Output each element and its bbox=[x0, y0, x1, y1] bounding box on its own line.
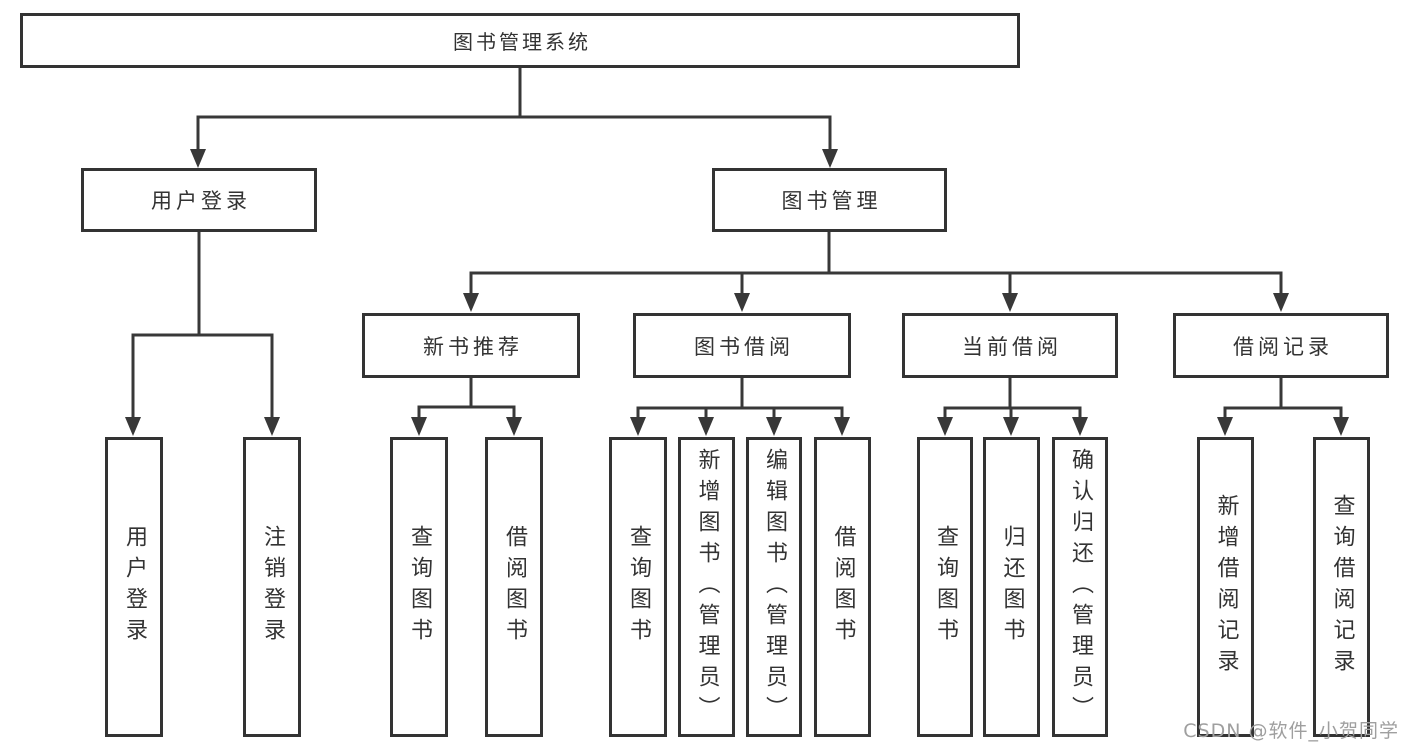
node-leaf-nbr-borrow-book: 借阅图书 bbox=[485, 437, 543, 737]
node-leaf-logout-login: 注销登录 bbox=[243, 437, 301, 737]
node-leaf-br-add-record: 新增借阅记录 bbox=[1197, 437, 1254, 737]
node-borrow-record: 借阅记录 bbox=[1173, 313, 1389, 378]
node-current-borrow: 当前借阅 bbox=[902, 313, 1118, 378]
node-leaf-bb-query-book: 查询图书 bbox=[609, 437, 667, 737]
node-book-borrow: 图书借阅 bbox=[633, 313, 851, 378]
node-book-management: 图书管理 bbox=[712, 168, 947, 232]
node-leaf-bb-borrow-book: 借阅图书 bbox=[814, 437, 871, 737]
node-leaf-cb-return-book: 归还图书 bbox=[983, 437, 1040, 737]
csdn-watermark: CSDN @软件_小贺同学 bbox=[1183, 720, 1399, 742]
node-leaf-bb-edit-book-admin: 编辑图书（管理员） bbox=[746, 437, 802, 737]
node-leaf-br-query-record: 查询借阅记录 bbox=[1313, 437, 1370, 737]
node-root: 图书管理系统 bbox=[20, 13, 1020, 68]
node-leaf-cb-query-book: 查询图书 bbox=[917, 437, 973, 737]
node-leaf-nbr-query-book: 查询图书 bbox=[390, 437, 448, 737]
node-user-login: 用户登录 bbox=[81, 168, 317, 232]
node-leaf-bb-add-book-admin: 新增图书（管理员） bbox=[678, 437, 735, 737]
node-leaf-user-login: 用户登录 bbox=[105, 437, 163, 737]
node-new-book-recommend: 新书推荐 bbox=[362, 313, 580, 378]
node-leaf-cb-confirm-return-admin: 确认归还（管理员） bbox=[1052, 437, 1108, 737]
